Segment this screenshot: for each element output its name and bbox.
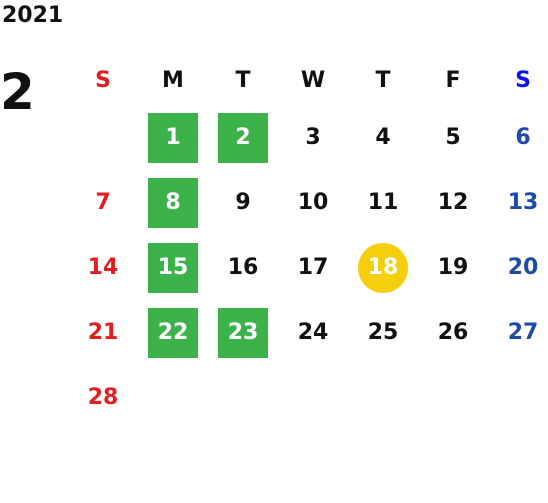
day-cell-23[interactable]: 23 — [208, 300, 278, 365]
day-cell-12[interactable]: 12 — [418, 170, 488, 235]
day-cell-4[interactable]: 4 — [348, 105, 418, 170]
day-cell-5[interactable]: 5 — [418, 105, 488, 170]
day-cell-17[interactable]: 17 — [278, 235, 348, 300]
day-cell-26[interactable]: 26 — [418, 300, 488, 365]
day-cell-6[interactable]: 6 — [488, 105, 548, 170]
day-number: 5 — [445, 125, 461, 150]
day-cell-27[interactable]: 27 — [488, 300, 548, 365]
day-number: 13 — [507, 190, 539, 215]
day-number: 4 — [375, 125, 391, 150]
day-cell-14[interactable]: 14 — [68, 235, 138, 300]
weekday-header-fri: F — [445, 67, 461, 93]
day-number: 10 — [297, 190, 329, 215]
weekday-header-thu: T — [375, 67, 391, 93]
day-number: 14 — [87, 255, 119, 280]
day-number: 11 — [367, 190, 399, 215]
day-number: 24 — [297, 320, 329, 345]
day-cell-10[interactable]: 10 — [278, 170, 348, 235]
day-cell-28[interactable]: 28 — [68, 365, 138, 430]
day-number: 17 — [297, 255, 329, 280]
day-cell-11[interactable]: 11 — [348, 170, 418, 235]
day-number: 12 — [437, 190, 469, 215]
marked-day: 23 — [218, 307, 268, 358]
day-cell-9[interactable]: 9 — [208, 170, 278, 235]
day-number: 19 — [437, 255, 469, 280]
day-cell-24[interactable]: 24 — [278, 300, 348, 365]
marked-day: 8 — [148, 177, 198, 228]
year-label: 2021 — [2, 3, 64, 28]
day-cell-20[interactable]: 20 — [488, 235, 548, 300]
day-number: 9 — [235, 190, 251, 215]
day-cell-2[interactable]: 2 — [208, 105, 278, 170]
day-cell-25[interactable]: 25 — [348, 300, 418, 365]
day-cell-1[interactable]: 1 — [138, 105, 208, 170]
day-cell-22[interactable]: 22 — [138, 300, 208, 365]
day-number: 25 — [367, 320, 399, 345]
day-number: 21 — [87, 320, 119, 345]
weekday-header-mon: M — [162, 67, 184, 93]
day-number: 3 — [305, 125, 321, 150]
day-cell-19[interactable]: 19 — [418, 235, 488, 300]
marked-day: 22 — [148, 307, 198, 358]
weekday-header-sun: S — [95, 67, 111, 93]
day-cell-8[interactable]: 8 — [138, 170, 208, 235]
marked-day: 2 — [218, 112, 268, 163]
day-cell-13[interactable]: 13 — [488, 170, 548, 235]
day-cell-3[interactable]: 3 — [278, 105, 348, 170]
day-cell-18[interactable]: 18 — [348, 235, 418, 300]
day-number: 28 — [87, 385, 119, 410]
day-number: 20 — [507, 255, 539, 280]
marked-day: 1 — [148, 112, 198, 163]
day-number: 6 — [515, 125, 531, 150]
day-cell-21[interactable]: 21 — [68, 300, 138, 365]
day-cell-7[interactable]: 7 — [68, 170, 138, 235]
day-cell-16[interactable]: 16 — [208, 235, 278, 300]
empty-day-cell — [68, 105, 138, 170]
today-marker: 18 — [358, 242, 408, 293]
weekday-header-tue: T — [235, 67, 251, 93]
day-number: 26 — [437, 320, 469, 345]
weekday-header-sat: S — [515, 67, 531, 93]
day-number: 27 — [507, 320, 539, 345]
day-cell-15[interactable]: 15 — [138, 235, 208, 300]
month-label: 2 — [0, 63, 35, 121]
day-number: 16 — [227, 255, 259, 280]
weekday-header-wed: W — [300, 67, 326, 93]
marked-day: 15 — [148, 242, 198, 293]
day-number: 7 — [95, 190, 111, 215]
